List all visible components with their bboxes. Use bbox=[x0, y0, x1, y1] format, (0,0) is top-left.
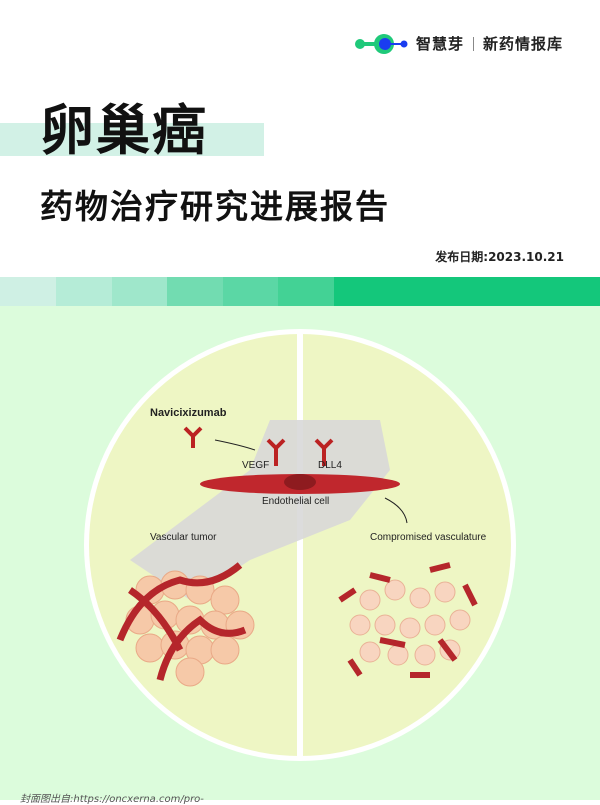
bar-segment bbox=[167, 277, 223, 306]
receptor-icon bbox=[266, 438, 334, 466]
bar-segment bbox=[223, 277, 278, 306]
drug-label: Navicixizumab bbox=[150, 407, 227, 419]
bar-segment bbox=[278, 277, 334, 306]
brand-name: 智慧芽 bbox=[416, 35, 465, 53]
bar-segment bbox=[56, 277, 112, 306]
color-bar bbox=[0, 277, 600, 306]
compromised-cells bbox=[349, 579, 471, 666]
divider bbox=[473, 36, 475, 51]
bar-segment bbox=[0, 277, 56, 306]
cell-label: Endothelial cell bbox=[262, 496, 329, 507]
bar-segment bbox=[334, 277, 600, 306]
dll4-label: DLL4 bbox=[318, 460, 342, 471]
logo-icon bbox=[355, 33, 408, 54]
left-label: Vascular tumor bbox=[150, 532, 217, 543]
vegf-label: VEGF bbox=[242, 460, 269, 471]
angiogenesis-diagram: Navicixizumab VEGF DLL4 Endothelial cell… bbox=[84, 329, 516, 761]
publish-date: 发布日期:2023.10.21 bbox=[435, 250, 564, 264]
cover-illustration: Navicixizumab VEGF DLL4 Endothelial cell… bbox=[0, 306, 600, 800]
title-highlight bbox=[0, 123, 264, 156]
image-source-caption: 封面图出自:https://oncxerna.com/pro- bbox=[20, 794, 204, 805]
right-label: Compromised vasculature bbox=[370, 532, 487, 543]
brand-logo: 智慧芽 新药情报库 bbox=[354, 33, 563, 54]
page-title: 卵巢癌 bbox=[40, 99, 208, 162]
antibody-icon bbox=[183, 426, 203, 448]
broken-vessels bbox=[338, 562, 478, 678]
bar-segment bbox=[112, 277, 167, 306]
page-subtitle: 药物治疗研究进展报告 bbox=[40, 187, 390, 226]
blood-vessel bbox=[116, 562, 247, 681]
brand-product: 新药情报库 bbox=[483, 35, 564, 53]
